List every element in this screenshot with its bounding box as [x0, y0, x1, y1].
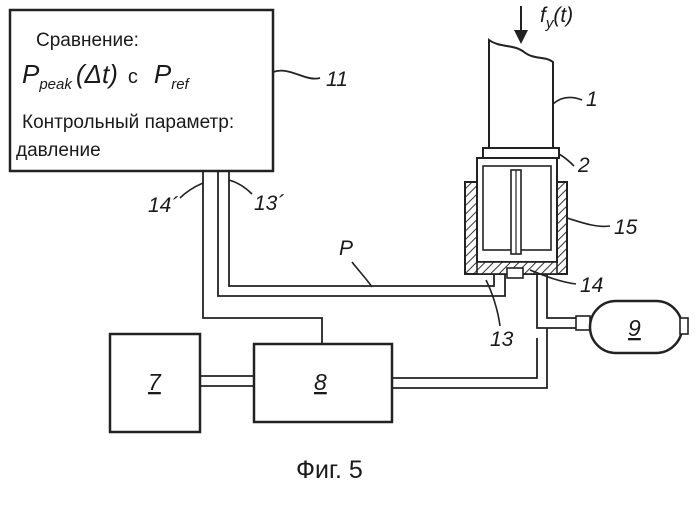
controller-param-label: Контрольный параметр: [22, 112, 234, 133]
piston-2 [483, 148, 559, 158]
block-8-label: 8 [314, 369, 327, 395]
label-force: fy(t) [540, 4, 573, 32]
controller-compare-label: Сравнение: [36, 30, 139, 51]
figure-caption: Фиг. 5 [296, 456, 363, 484]
pressure-line-p [218, 171, 505, 296]
block-7-label: 7 [148, 369, 162, 395]
port-13 [507, 268, 523, 278]
supply-line [537, 274, 578, 328]
label-1: 1 [586, 88, 598, 111]
line-9-to-8 [391, 328, 547, 388]
label-13p: 13´ [254, 192, 284, 215]
label-p: P [339, 237, 353, 260]
label-13: 13 [490, 328, 514, 351]
label-2: 2 [577, 154, 590, 177]
leader-11 [273, 71, 320, 79]
label-14p: 14´ [148, 194, 178, 217]
rod-1 [489, 40, 553, 150]
label-11: 11 [326, 68, 348, 91]
label-14: 14 [580, 274, 603, 297]
controller-param-value: давление [16, 140, 101, 161]
block-9-label: 9 [628, 315, 641, 341]
label-15: 15 [614, 216, 638, 239]
